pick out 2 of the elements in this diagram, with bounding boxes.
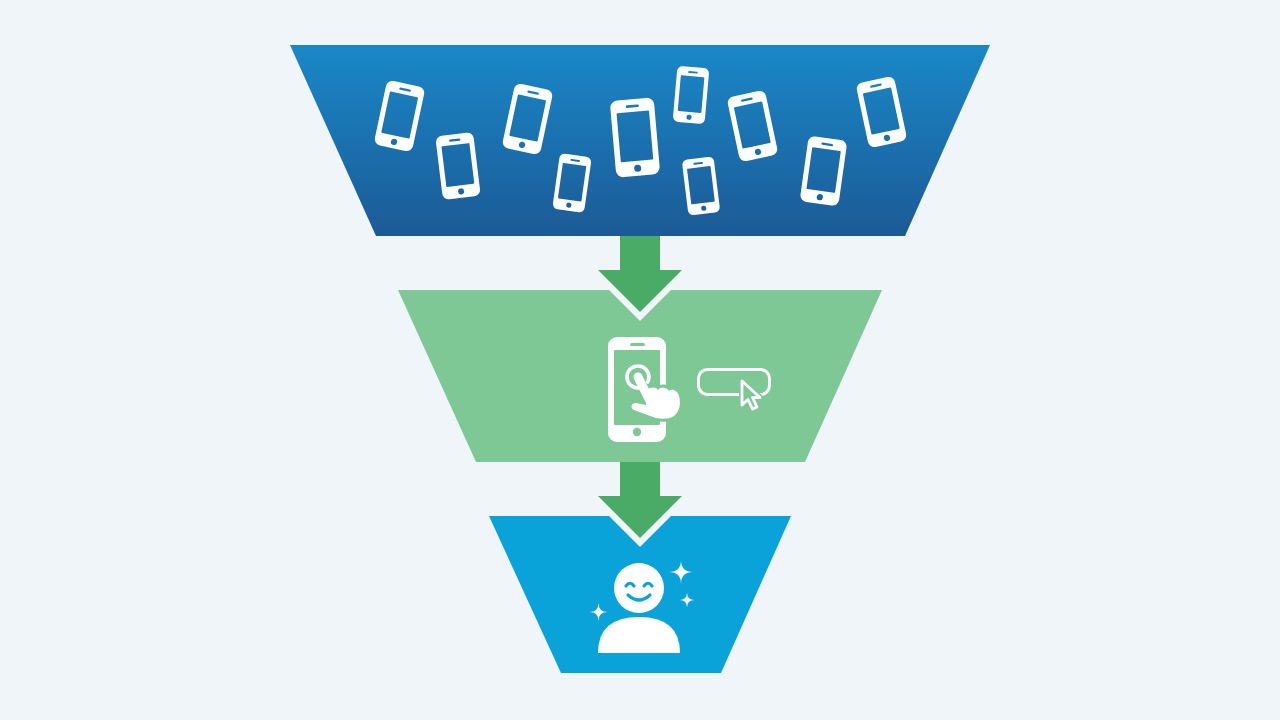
arrow [598,462,682,538]
arrow [598,236,682,312]
